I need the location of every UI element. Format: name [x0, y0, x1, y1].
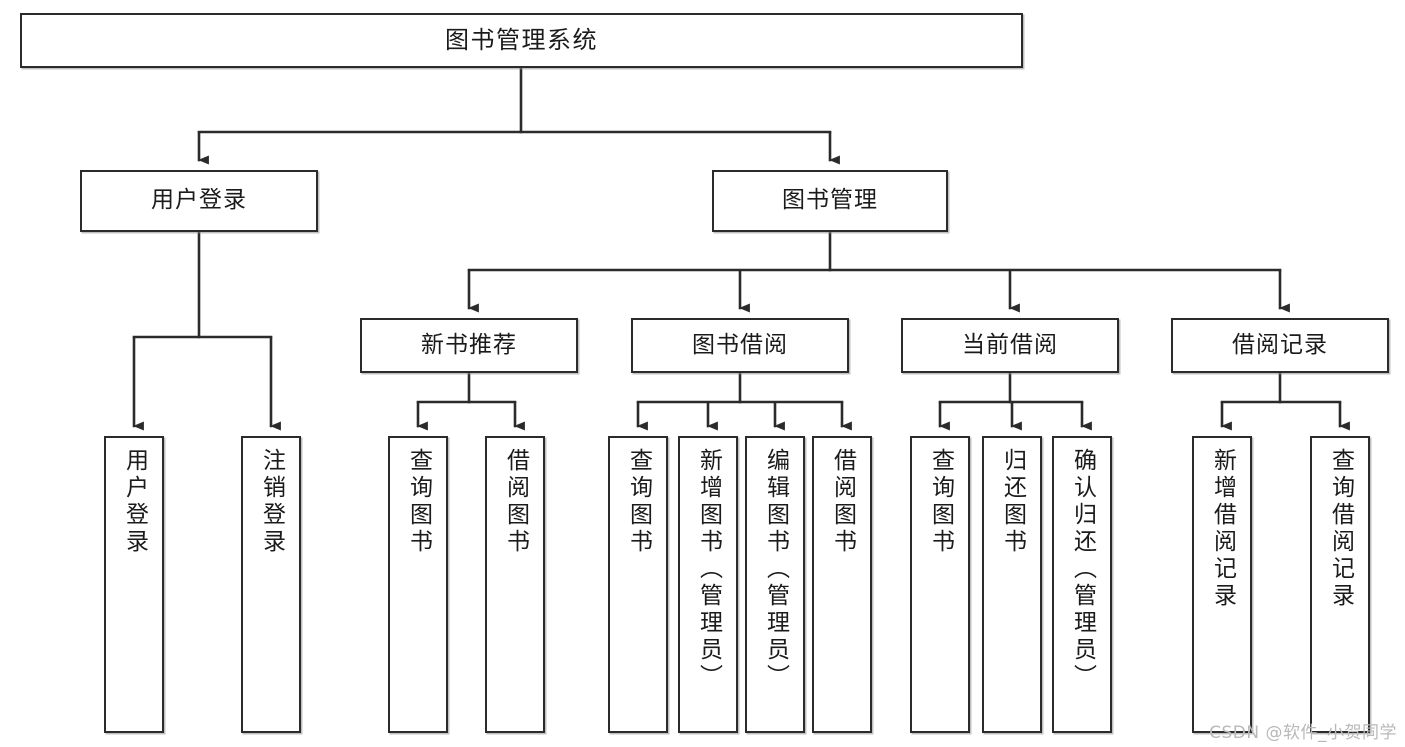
node-leaf-edit-book-label: 编辑图书（管理员）	[762, 448, 789, 691]
node-leaf-query-book-1[interactable]: 查询图书	[388, 436, 448, 733]
node-leaf-return-book[interactable]: 归还图书	[982, 436, 1042, 733]
node-leaf-logout-label: 注销登录	[258, 448, 285, 556]
node-new-book-rec-label: 新书推荐	[421, 331, 517, 358]
node-leaf-logout[interactable]: 注销登录	[241, 436, 301, 733]
node-leaf-add-book-label: 新增图书（管理员）	[695, 448, 722, 691]
node-leaf-query-book-3-label: 查询图书	[927, 448, 954, 556]
node-leaf-query-book-2-label: 查询图书	[625, 448, 652, 556]
node-user-login-label: 用户登录	[151, 187, 247, 214]
node-leaf-confirm-return-label: 确认归还（管理员）	[1069, 448, 1096, 691]
node-current-borrow[interactable]: 当前借阅	[901, 318, 1119, 373]
node-leaf-edit-book[interactable]: 编辑图书（管理员）	[745, 436, 805, 733]
node-root[interactable]: 图书管理系统	[20, 13, 1023, 68]
node-root-label: 图书管理系统	[445, 26, 598, 55]
node-book-manage-label: 图书管理	[782, 187, 878, 214]
node-leaf-confirm-return[interactable]: 确认归还（管理员）	[1052, 436, 1112, 733]
node-leaf-query-book-1-label: 查询图书	[405, 448, 432, 556]
node-leaf-user-login-label: 用户登录	[121, 448, 148, 556]
node-current-borrow-label: 当前借阅	[962, 331, 1058, 358]
node-leaf-borrow-book-2[interactable]: 借阅图书	[812, 436, 872, 733]
node-borrow-record[interactable]: 借阅记录	[1171, 318, 1389, 373]
node-user-login[interactable]: 用户登录	[80, 170, 318, 232]
node-leaf-query-book-2[interactable]: 查询图书	[608, 436, 668, 733]
node-leaf-add-record[interactable]: 新增借阅记录	[1192, 436, 1252, 733]
node-leaf-query-record[interactable]: 查询借阅记录	[1310, 436, 1370, 733]
node-borrow-record-label: 借阅记录	[1232, 331, 1328, 358]
node-book-manage[interactable]: 图书管理	[712, 170, 948, 232]
csdn-watermark: CSDN @软件_小贺同学	[1209, 723, 1397, 743]
node-new-book-rec[interactable]: 新书推荐	[360, 318, 578, 373]
node-book-borrow-label: 图书借阅	[692, 331, 788, 358]
node-leaf-return-book-label: 归还图书	[999, 448, 1026, 556]
node-leaf-user-login[interactable]: 用户登录	[104, 436, 164, 733]
node-leaf-add-book[interactable]: 新增图书（管理员）	[678, 436, 738, 733]
node-book-borrow[interactable]: 图书借阅	[631, 318, 849, 373]
node-leaf-borrow-book-2-label: 借阅图书	[829, 448, 856, 556]
node-leaf-query-record-label: 查询借阅记录	[1327, 448, 1354, 610]
node-leaf-borrow-book-1-label: 借阅图书	[502, 448, 529, 556]
node-leaf-add-record-label: 新增借阅记录	[1209, 448, 1236, 610]
node-leaf-borrow-book-1[interactable]: 借阅图书	[485, 436, 545, 733]
node-leaf-query-book-3[interactable]: 查询图书	[910, 436, 970, 733]
